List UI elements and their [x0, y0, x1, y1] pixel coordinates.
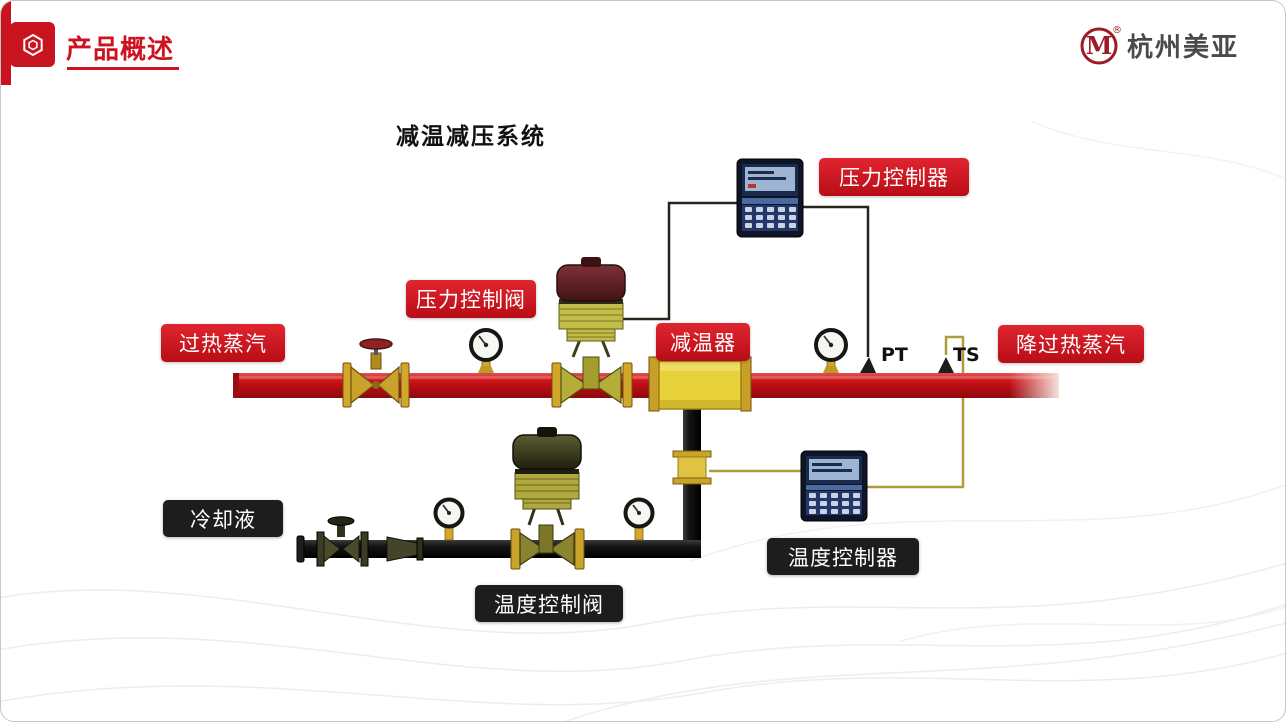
diagram-title: 减温减压系统: [396, 124, 546, 150]
pressure-gauge-outlet: [814, 328, 848, 374]
spray-connector: [672, 450, 712, 485]
desuperheater-body: [648, 356, 752, 412]
pressure-controller-device: [736, 158, 804, 238]
coolant-check-valve: [386, 536, 424, 562]
label-pressure-controller: 压力控制器: [819, 158, 969, 196]
label-coolant: 冷却液: [163, 500, 283, 537]
ts-sensor-probe: [938, 357, 954, 373]
hexagon-icon: [22, 33, 43, 56]
label-temperature-controller: 温度控制器: [767, 538, 919, 575]
pt-sensor-probe: [860, 357, 876, 373]
title-underline: [67, 67, 179, 70]
pressure-gauge-inlet: [469, 328, 503, 374]
brand-logo: M ® 杭州美亚: [1078, 23, 1239, 67]
left-accent-bar: [1, 1, 11, 85]
temperature-controller-device: [800, 450, 868, 522]
inlet-gate-valve: [342, 338, 410, 408]
pressure-signal-lines: [622, 201, 870, 357]
coolant-valve: [316, 516, 369, 567]
pressure-control-valve-body: [551, 257, 633, 408]
label-temperature-control-valve: 温度控制阀: [475, 585, 623, 622]
label-superheated-steam: 过热蒸汽: [161, 324, 285, 362]
coolant-gauge-1: [433, 497, 465, 541]
logo-letter: M: [1086, 31, 1113, 60]
label-pressure-control-valve: 压力控制阀: [406, 280, 536, 318]
page-title: 产品概述: [66, 35, 175, 65]
logo-registered-mark: ®: [1112, 25, 1122, 36]
brand-name: 杭州美亚: [1126, 32, 1239, 63]
label-desuperheater: 减温器: [656, 323, 750, 361]
coolant-gauge-2: [623, 497, 655, 541]
meiya-logo-icon: M ®: [1080, 25, 1122, 65]
label-ts-sensor: TS: [953, 344, 980, 366]
background-waves: [1, 120, 1285, 721]
temperature-control-valve-body: [510, 427, 585, 570]
label-pt-sensor: PT: [881, 344, 908, 366]
label-desuperheated-steam: 降过热蒸汽: [998, 325, 1144, 363]
product-icon: [10, 22, 55, 67]
temperature-signal-lines: [709, 335, 965, 489]
